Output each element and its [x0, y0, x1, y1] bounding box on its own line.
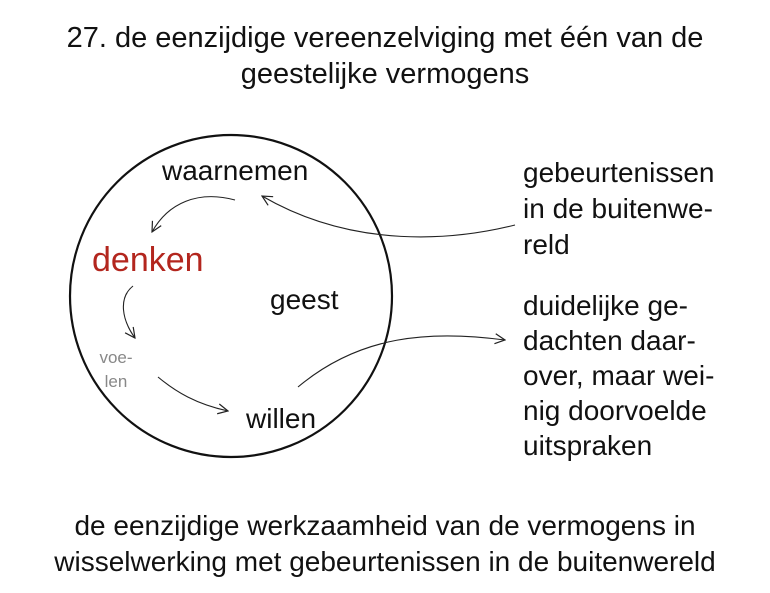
- title-line-2: geestelijke vermogens: [240, 58, 530, 90]
- note-events-line-3: reld: [523, 229, 570, 260]
- note-thoughts-line-5: uitspraken: [523, 430, 653, 461]
- note-clear-thoughts: duidelijke ge- dachten daar- over, maar …: [523, 288, 714, 463]
- page-title: 27. de eenzijdige vereenzelviging met éé…: [0, 20, 770, 92]
- note-external-events: gebeurtenissen in de buitenwe- reld: [523, 155, 714, 263]
- label-feeling-line-2: len: [104, 372, 128, 391]
- label-feeling: voe- len: [96, 346, 136, 394]
- note-thoughts-line-3: over, maar wei-: [523, 360, 715, 391]
- arrow-willing-to-thoughts: [297, 336, 505, 388]
- note-thoughts-line-4: nig doorvoelde: [523, 395, 707, 426]
- arrow-thinking-to-feeling: [122, 285, 135, 338]
- note-events-line-1: gebeurtenissen: [523, 157, 715, 188]
- label-feeling-line-1: voe-: [99, 348, 133, 367]
- title-line-1: 27. de eenzijdige vereenzelviging met éé…: [66, 22, 704, 54]
- caption-line-1: de eenzijdige werkzaamheid van de vermog…: [74, 510, 696, 541]
- note-thoughts-line-2: dachten daar-: [523, 325, 696, 356]
- label-mind: geest: [270, 284, 339, 315]
- caption: de eenzijdige werkzaamheid van de vermog…: [0, 508, 770, 580]
- caption-line-2: wisselwerking met gebeurtenissen in de b…: [54, 546, 716, 577]
- arrow-perceiving-to-thinking: [152, 196, 236, 232]
- label-thinking: denken: [92, 241, 204, 279]
- arrow-feeling-to-willing: [157, 376, 228, 411]
- mind-circle: [68, 133, 394, 459]
- arrow-events-to-perceiving: [262, 196, 516, 238]
- label-willing: willen: [246, 403, 317, 434]
- note-events-line-2: in de buitenwe-: [523, 193, 713, 224]
- label-perceiving: waarnemen: [162, 155, 309, 186]
- note-thoughts-line-1: duidelijke ge-: [523, 290, 688, 321]
